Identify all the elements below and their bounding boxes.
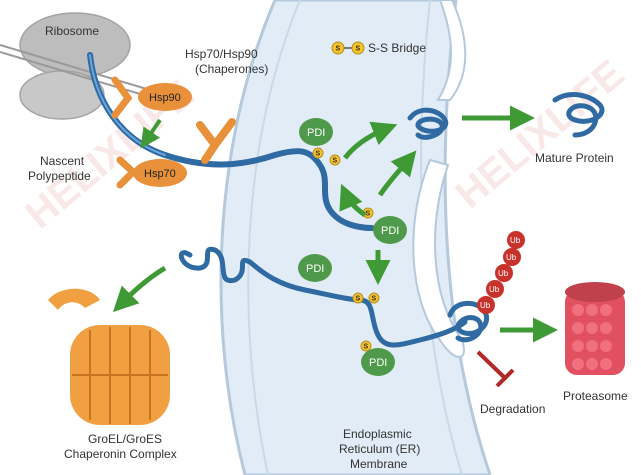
ub-2 <box>486 280 504 298</box>
hsp-title-label: Hsp70/Hsp90 <box>185 47 258 61</box>
er-folded-protein <box>407 107 449 140</box>
hsp70-body <box>133 159 187 187</box>
nascent-label: Nascent <box>40 154 85 168</box>
chaperones-label: (Chaperones) <box>195 62 268 76</box>
ss-1b <box>329 154 341 166</box>
ss-3a-text: S <box>356 296 361 303</box>
ss-3b <box>368 292 380 304</box>
hsp70-arm <box>116 156 139 189</box>
misfolded-chain-path <box>178 246 468 348</box>
ss-4-text: S <box>364 344 369 351</box>
ub-3 <box>495 264 513 282</box>
legend-s-right <box>351 41 365 55</box>
pdi-top <box>299 118 333 146</box>
er-label-line-3: Membrane <box>350 457 408 471</box>
hsp90-body <box>138 83 192 111</box>
proteasome-cap <box>565 282 625 302</box>
process-arrows <box>112 105 558 343</box>
groel-subunit-lines <box>72 327 168 424</box>
groes-lid <box>48 288 100 310</box>
pdi-bottom-label: PDI <box>369 357 387 369</box>
er-fold-top <box>436 0 467 101</box>
arrow-to-groel <box>112 265 167 313</box>
disulfide-bonds: S S S S S S <box>312 147 380 352</box>
groel-label-line-1: GroEL/GroES <box>88 432 162 446</box>
ub-4 <box>503 248 521 266</box>
ss-4 <box>360 340 372 352</box>
er-fold-middle <box>412 158 465 358</box>
pdi-middle-label: PDI <box>306 263 324 275</box>
hsp90-arm <box>111 76 133 119</box>
ribosome: Ribosome <box>0 12 151 120</box>
degradation-target-chain <box>447 300 490 343</box>
pdi-bottom <box>361 348 395 376</box>
pdi-right-label: PDI <box>381 225 399 237</box>
ribosome-label: Ribosome <box>45 24 99 38</box>
er-label-line-2: Reticulum (ER) <box>339 442 420 456</box>
hsp-arrow <box>140 118 162 149</box>
inhibit-line <box>476 350 507 380</box>
hsp-chaperones: Hsp90 Hsp70 Hsp70/Hsp90 (Chaperones) Nas… <box>28 47 268 189</box>
pdi-middle <box>298 254 332 282</box>
hsp70-label: Hsp70 <box>144 168 176 180</box>
mature-protein-fold <box>552 92 605 138</box>
er-inner-line-left <box>247 0 301 475</box>
ss-1a <box>312 147 324 159</box>
mrna-strand <box>0 44 151 91</box>
hsp90-label: Hsp90 <box>149 92 181 104</box>
polypeptide-label: Polypeptide <box>28 169 91 183</box>
mature-protein-label: Mature Protein <box>535 151 614 165</box>
ss-bridge-legend: S S S-S Bridge <box>331 41 426 55</box>
polypeptide-chain <box>87 52 605 348</box>
pdi-enzymes: PDI PDI PDI PDI <box>298 118 407 376</box>
proteasome-label: Proteasome <box>563 389 628 403</box>
pdi-top-label: PDI <box>307 127 325 139</box>
ub-1-text: Ub <box>480 301 491 310</box>
groel-groes-complex: GroEL/GroES Chaperonin Complex <box>48 288 177 461</box>
legend-s-right-text: S <box>356 46 361 53</box>
ubiquitin-chain: Ub Ub Ub Ub Ub <box>477 231 525 314</box>
er-label: Endoplasmic Reticulum (ER) Membrane <box>339 427 420 471</box>
ss-1b-text: S <box>333 158 338 165</box>
ub-1 <box>477 296 495 314</box>
ss-3b-text: S <box>372 296 377 303</box>
proteasome: Proteasome <box>563 282 628 403</box>
ss-1a-text: S <box>316 151 321 158</box>
arrow-refold <box>377 150 417 197</box>
ub-5-text: Ub <box>510 236 521 245</box>
inhibit-bar <box>495 368 515 388</box>
watermark-text-3: HELIXLIFE <box>448 52 633 217</box>
ub-3-text: Ub <box>498 269 509 278</box>
proteasome-subunits <box>572 304 612 370</box>
ss-3a <box>352 292 364 304</box>
arrow-to-er-fold <box>343 121 398 160</box>
ss-2-text: S <box>366 211 371 218</box>
arrow-back-pdi <box>339 183 367 218</box>
ss-bridge-label: S-S Bridge <box>368 41 426 55</box>
free-hsp-chaperone <box>196 118 236 164</box>
er-label-line-1: Endoplasmic <box>343 427 412 441</box>
ub-4-text: Ub <box>506 253 517 262</box>
degradation-label: Degradation <box>480 402 545 416</box>
ub-2-text: Ub <box>489 285 500 294</box>
degradation-inhibit: Degradation <box>476 350 545 416</box>
legend-s-left-text: S <box>336 46 341 53</box>
groel-label-line-2: Chaperonin Complex <box>64 447 177 461</box>
ub-5 <box>507 231 525 249</box>
pdi-right <box>373 216 407 244</box>
